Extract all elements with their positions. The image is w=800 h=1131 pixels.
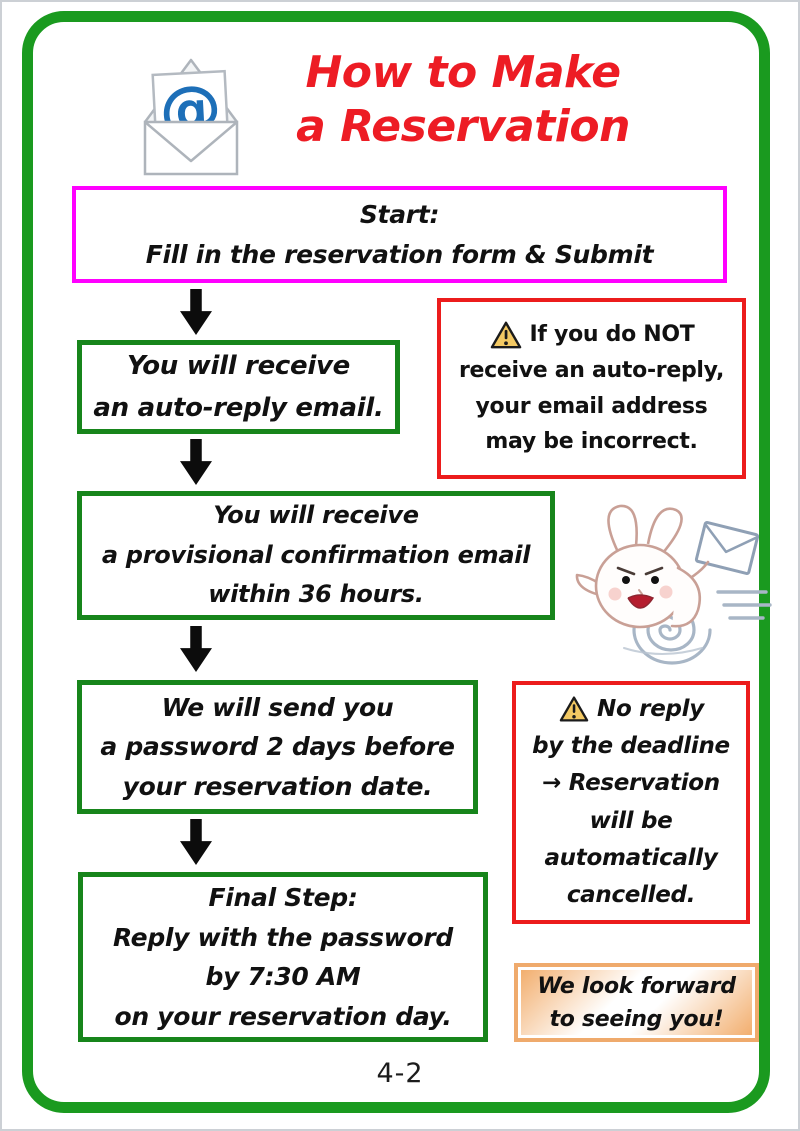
page-number: 4-2 [376, 1058, 424, 1089]
outer-green-frame [22, 11, 770, 1113]
footer-note-line-1: We look forward [537, 973, 736, 999]
step3-line-3: your reservation date. [122, 771, 433, 801]
page-title: How to Make a Reservation [258, 46, 668, 153]
warning-no-autoreply-box: If you do NOT receive an auto-reply, you… [437, 298, 746, 479]
warning-triangle-icon [490, 321, 521, 349]
final-step-box: Final Step: Reply with the password by 7… [78, 872, 488, 1042]
start-line-2: Fill in the reservation form & Submit [145, 239, 654, 269]
warning1-line-2: receive an auto-reply, [458, 357, 725, 383]
warning2-line-1: No reply [597, 695, 704, 722]
footer-note-line-2: to seeing you! [549, 1006, 724, 1032]
look-forward-note-box: We look forward to seeing you! [514, 963, 759, 1042]
step4-line-1: Final Step: [208, 883, 358, 912]
step2-line-2: a provisional confirmation email [101, 540, 531, 569]
step2-line-3: within 36 hours. [208, 580, 424, 609]
step1-box: You will receive an auto-reply email. [77, 340, 400, 434]
step3-box: We will send you a password 2 days befor… [77, 680, 478, 814]
title-line-2: a Reservation [296, 100, 630, 152]
warning1-line-4: may be incorrect. [485, 429, 698, 455]
step1-line-2: an auto-reply email. [93, 393, 384, 423]
step4-line-4: on your reservation day. [114, 1001, 452, 1031]
start-step-box: Start: Fill in the reservation form & Su… [72, 186, 727, 283]
start-line-1: Start: [359, 200, 440, 229]
warning1-line-1: If you do NOT [529, 322, 695, 348]
warning-no-reply-box: No reply by the deadline → Reservation w… [512, 681, 750, 924]
step2-line-1: You will receive [213, 500, 419, 529]
step4-line-3: by 7:30 AM [205, 962, 361, 991]
running-rabbit-with-letter-illustration [560, 502, 772, 672]
warning2-line-5: automatically [544, 844, 718, 871]
email-envelope-at-icon: @ [134, 40, 248, 180]
step2-box: You will receive a provisional confirmat… [77, 491, 555, 620]
warning1-line-3: your email address [475, 393, 708, 419]
step3-line-2: a password 2 days before [100, 732, 455, 762]
warning-triangle-icon [559, 696, 589, 722]
warning2-line-4: will be [589, 807, 673, 834]
step3-line-1: We will send you [161, 692, 394, 722]
warning2-line-6: cancelled. [566, 882, 696, 908]
warning2-line-2: by the deadline [532, 733, 730, 759]
step1-line-1: You will receive [127, 350, 350, 381]
warning2-line-3: → Reservation [542, 770, 720, 797]
title-line-1: How to Make [305, 47, 621, 98]
step4-line-2: Reply with the password [112, 922, 454, 952]
